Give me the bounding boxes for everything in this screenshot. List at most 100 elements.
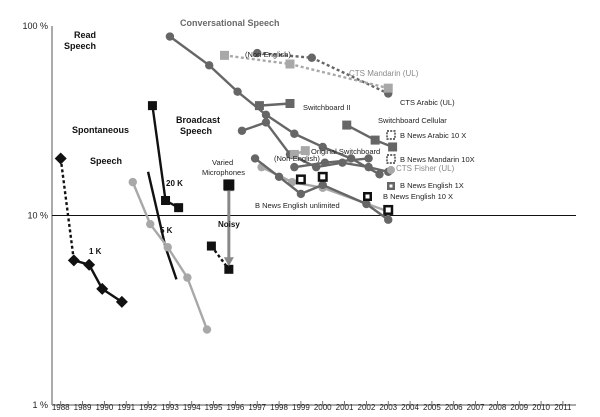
series-line bbox=[293, 132, 324, 149]
series-switchboard-cellular bbox=[342, 120, 398, 152]
series-line bbox=[265, 113, 296, 135]
series-line bbox=[224, 54, 291, 66]
category-label: Broadcast bbox=[176, 115, 220, 125]
x-tick-label: 1999 bbox=[292, 403, 310, 412]
data-point bbox=[307, 53, 317, 62]
data-point bbox=[285, 98, 295, 108]
series-line bbox=[324, 157, 369, 164]
annotation-label: Microphones bbox=[202, 168, 245, 177]
data-point bbox=[261, 118, 271, 127]
data-point bbox=[250, 154, 260, 163]
category-label: Spontaneous bbox=[72, 125, 129, 135]
series-line bbox=[164, 246, 178, 280]
series-label: 1 K bbox=[89, 247, 102, 256]
data-point bbox=[364, 154, 373, 163]
series-label: Original Switchboard bbox=[311, 147, 380, 156]
series-label: Switchboard Cellular bbox=[378, 116, 447, 125]
data-point bbox=[370, 135, 380, 145]
data-point bbox=[383, 83, 393, 93]
series-line bbox=[169, 35, 210, 67]
series-line bbox=[346, 124, 376, 142]
y-tick-label: 100 % bbox=[22, 21, 48, 31]
series-line bbox=[59, 158, 76, 261]
noisy-arrow-down bbox=[223, 257, 234, 267]
data-point bbox=[146, 219, 155, 229]
x-tick-label: 1991 bbox=[117, 403, 135, 412]
series-line bbox=[365, 203, 389, 221]
data-point bbox=[296, 189, 306, 199]
series-label: Switchboard II bbox=[303, 103, 351, 112]
y-tick-label: 10 % bbox=[27, 211, 48, 221]
series-line bbox=[131, 181, 152, 225]
data-point bbox=[289, 149, 299, 159]
data-point bbox=[115, 295, 128, 308]
series-line bbox=[322, 145, 352, 160]
data-point bbox=[205, 61, 214, 70]
data-point bbox=[174, 203, 184, 213]
legend-marker bbox=[387, 166, 395, 174]
data-point bbox=[362, 199, 371, 209]
x-tick-label: 1989 bbox=[74, 403, 92, 412]
data-point bbox=[224, 264, 234, 274]
x-tick-label: 1996 bbox=[227, 403, 245, 412]
data-point bbox=[375, 170, 384, 179]
data-point bbox=[274, 172, 284, 182]
x-tick-label: 2005 bbox=[423, 403, 441, 412]
series-line bbox=[257, 51, 312, 59]
x-tick-label: 2011 bbox=[554, 403, 572, 412]
legend-marker bbox=[386, 130, 396, 140]
series-label: CTS Mandarin (UL) bbox=[349, 69, 419, 78]
series-original-switchboard bbox=[290, 154, 373, 172]
data-point bbox=[388, 142, 398, 152]
category-label: Read bbox=[74, 30, 96, 40]
series-line bbox=[236, 90, 267, 116]
data-point bbox=[253, 48, 262, 58]
data-point bbox=[233, 87, 242, 96]
annotation-label: B News English 1X bbox=[400, 181, 464, 190]
series-cts-mandarin-ul- bbox=[219, 50, 393, 93]
data-point bbox=[290, 129, 299, 138]
data-point bbox=[206, 241, 216, 251]
data-point bbox=[165, 32, 175, 41]
x-tick-label: 1988 bbox=[52, 403, 70, 412]
legend-marker bbox=[365, 194, 370, 199]
data-point bbox=[83, 258, 96, 271]
x-tick-label: 2006 bbox=[445, 403, 463, 412]
annotation-label: (Non-English) bbox=[274, 154, 320, 163]
annotation-label: Varied bbox=[212, 158, 233, 167]
category-label: Speech bbox=[64, 41, 96, 51]
x-tick-label: 2000 bbox=[314, 403, 332, 412]
data-point bbox=[128, 177, 137, 187]
series-b-news-english-unlimited bbox=[250, 154, 393, 224]
series-label: 20 K bbox=[166, 179, 183, 188]
annotation-label: B News English 10 X bbox=[383, 192, 453, 201]
data-point bbox=[202, 325, 212, 334]
data-point bbox=[320, 158, 330, 167]
varied-mic-marker bbox=[223, 179, 235, 191]
series-varied-noisy bbox=[206, 241, 234, 274]
data-point bbox=[161, 195, 171, 205]
special-marker bbox=[385, 207, 391, 213]
category-label: Speech bbox=[90, 156, 122, 166]
series-label: CTS Fisher (UL) bbox=[396, 164, 455, 173]
x-tick-label: 1997 bbox=[248, 403, 266, 412]
annotation-label: (Non-English) bbox=[245, 50, 291, 59]
x-tick-label: 1993 bbox=[161, 403, 179, 412]
data-point bbox=[237, 126, 247, 135]
x-tick-label: 1994 bbox=[183, 403, 201, 412]
x-tick-label: 2008 bbox=[489, 403, 507, 412]
x-tick-label: 2004 bbox=[401, 403, 419, 412]
data-point bbox=[261, 110, 271, 119]
x-tick-label: 2003 bbox=[379, 403, 397, 412]
series-label: 5 K bbox=[160, 226, 173, 235]
series-line bbox=[342, 161, 369, 169]
series-5-k bbox=[146, 171, 178, 280]
series-line bbox=[265, 121, 291, 156]
series-line bbox=[149, 223, 169, 248]
x-tick-label: 2010 bbox=[532, 403, 550, 412]
annotation-label: B News Mandarin 10X bbox=[400, 155, 475, 164]
data-point bbox=[147, 101, 157, 111]
data-point bbox=[183, 273, 192, 282]
